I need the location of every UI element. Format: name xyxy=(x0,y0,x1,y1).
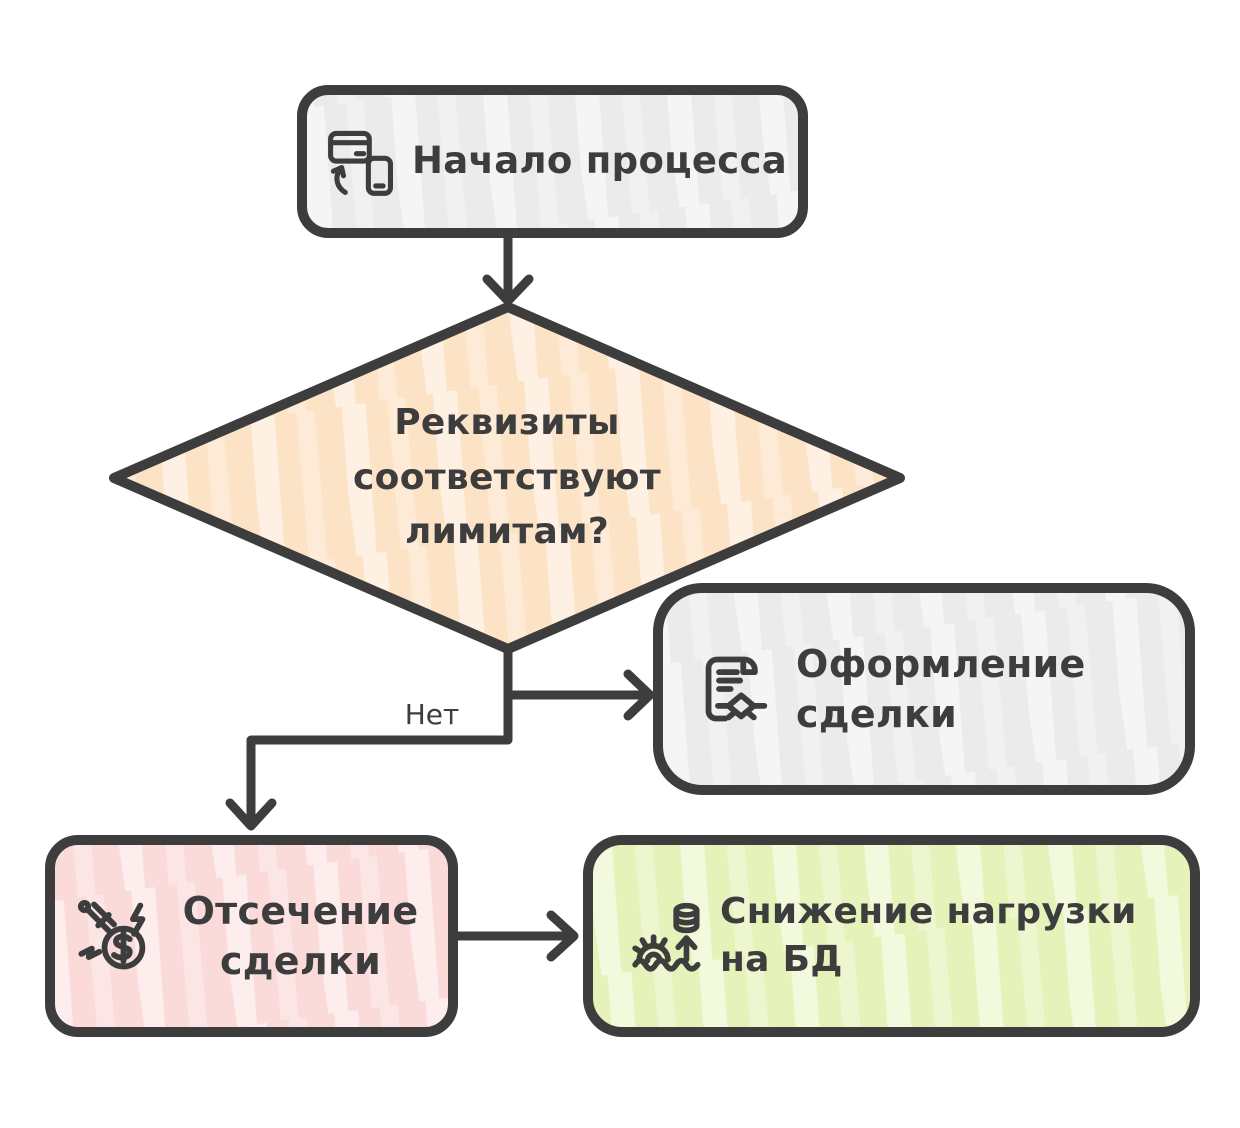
edge-reject-to-dbload xyxy=(448,910,579,962)
node-decision-line3: лимитам? xyxy=(404,511,610,553)
node-reject-line2: сделки xyxy=(219,939,382,983)
edge-decision-to-reject xyxy=(225,690,513,831)
node-deal-line2: сделки xyxy=(796,692,958,736)
node-reject-line1: Отсечение xyxy=(182,888,419,933)
edge-start-to-decision xyxy=(482,225,534,306)
flowchart-edges xyxy=(225,225,655,962)
node-dbload: Снижение нагрузки на БД xyxy=(588,840,1195,1032)
card-phone-transfer-icon xyxy=(326,127,396,197)
contract-handshake-icon xyxy=(698,649,778,729)
node-start-label: Начало процесса xyxy=(412,139,788,183)
node-dbload-label: Снижение нагрузки на БД xyxy=(720,888,1137,983)
node-decision: Реквизиты соответствуют лимитам? xyxy=(114,307,900,649)
node-deal-label: Оформление сделки xyxy=(796,639,1086,739)
edge-label-no: Нет xyxy=(404,698,460,731)
node-start: Начало процесса xyxy=(302,90,803,233)
edge-decision-to-deal xyxy=(503,644,655,721)
node-reject: Отсечение сделки xyxy=(50,840,453,1032)
node-decision-line1: Реквизиты xyxy=(394,401,620,443)
node-reject-label: Отсечение сделки xyxy=(166,886,453,986)
node-dbload-line1: Снижение нагрузки xyxy=(720,891,1137,933)
node-dbload-line2: на БД xyxy=(720,939,843,980)
node-decision-line2: соответствуют xyxy=(353,456,661,498)
database-load-gear-icon xyxy=(630,897,708,975)
node-deal: Оформление сделки xyxy=(658,588,1190,790)
slashed-payment-icon xyxy=(74,896,154,976)
node-deal-line1: Оформление xyxy=(796,641,1086,686)
